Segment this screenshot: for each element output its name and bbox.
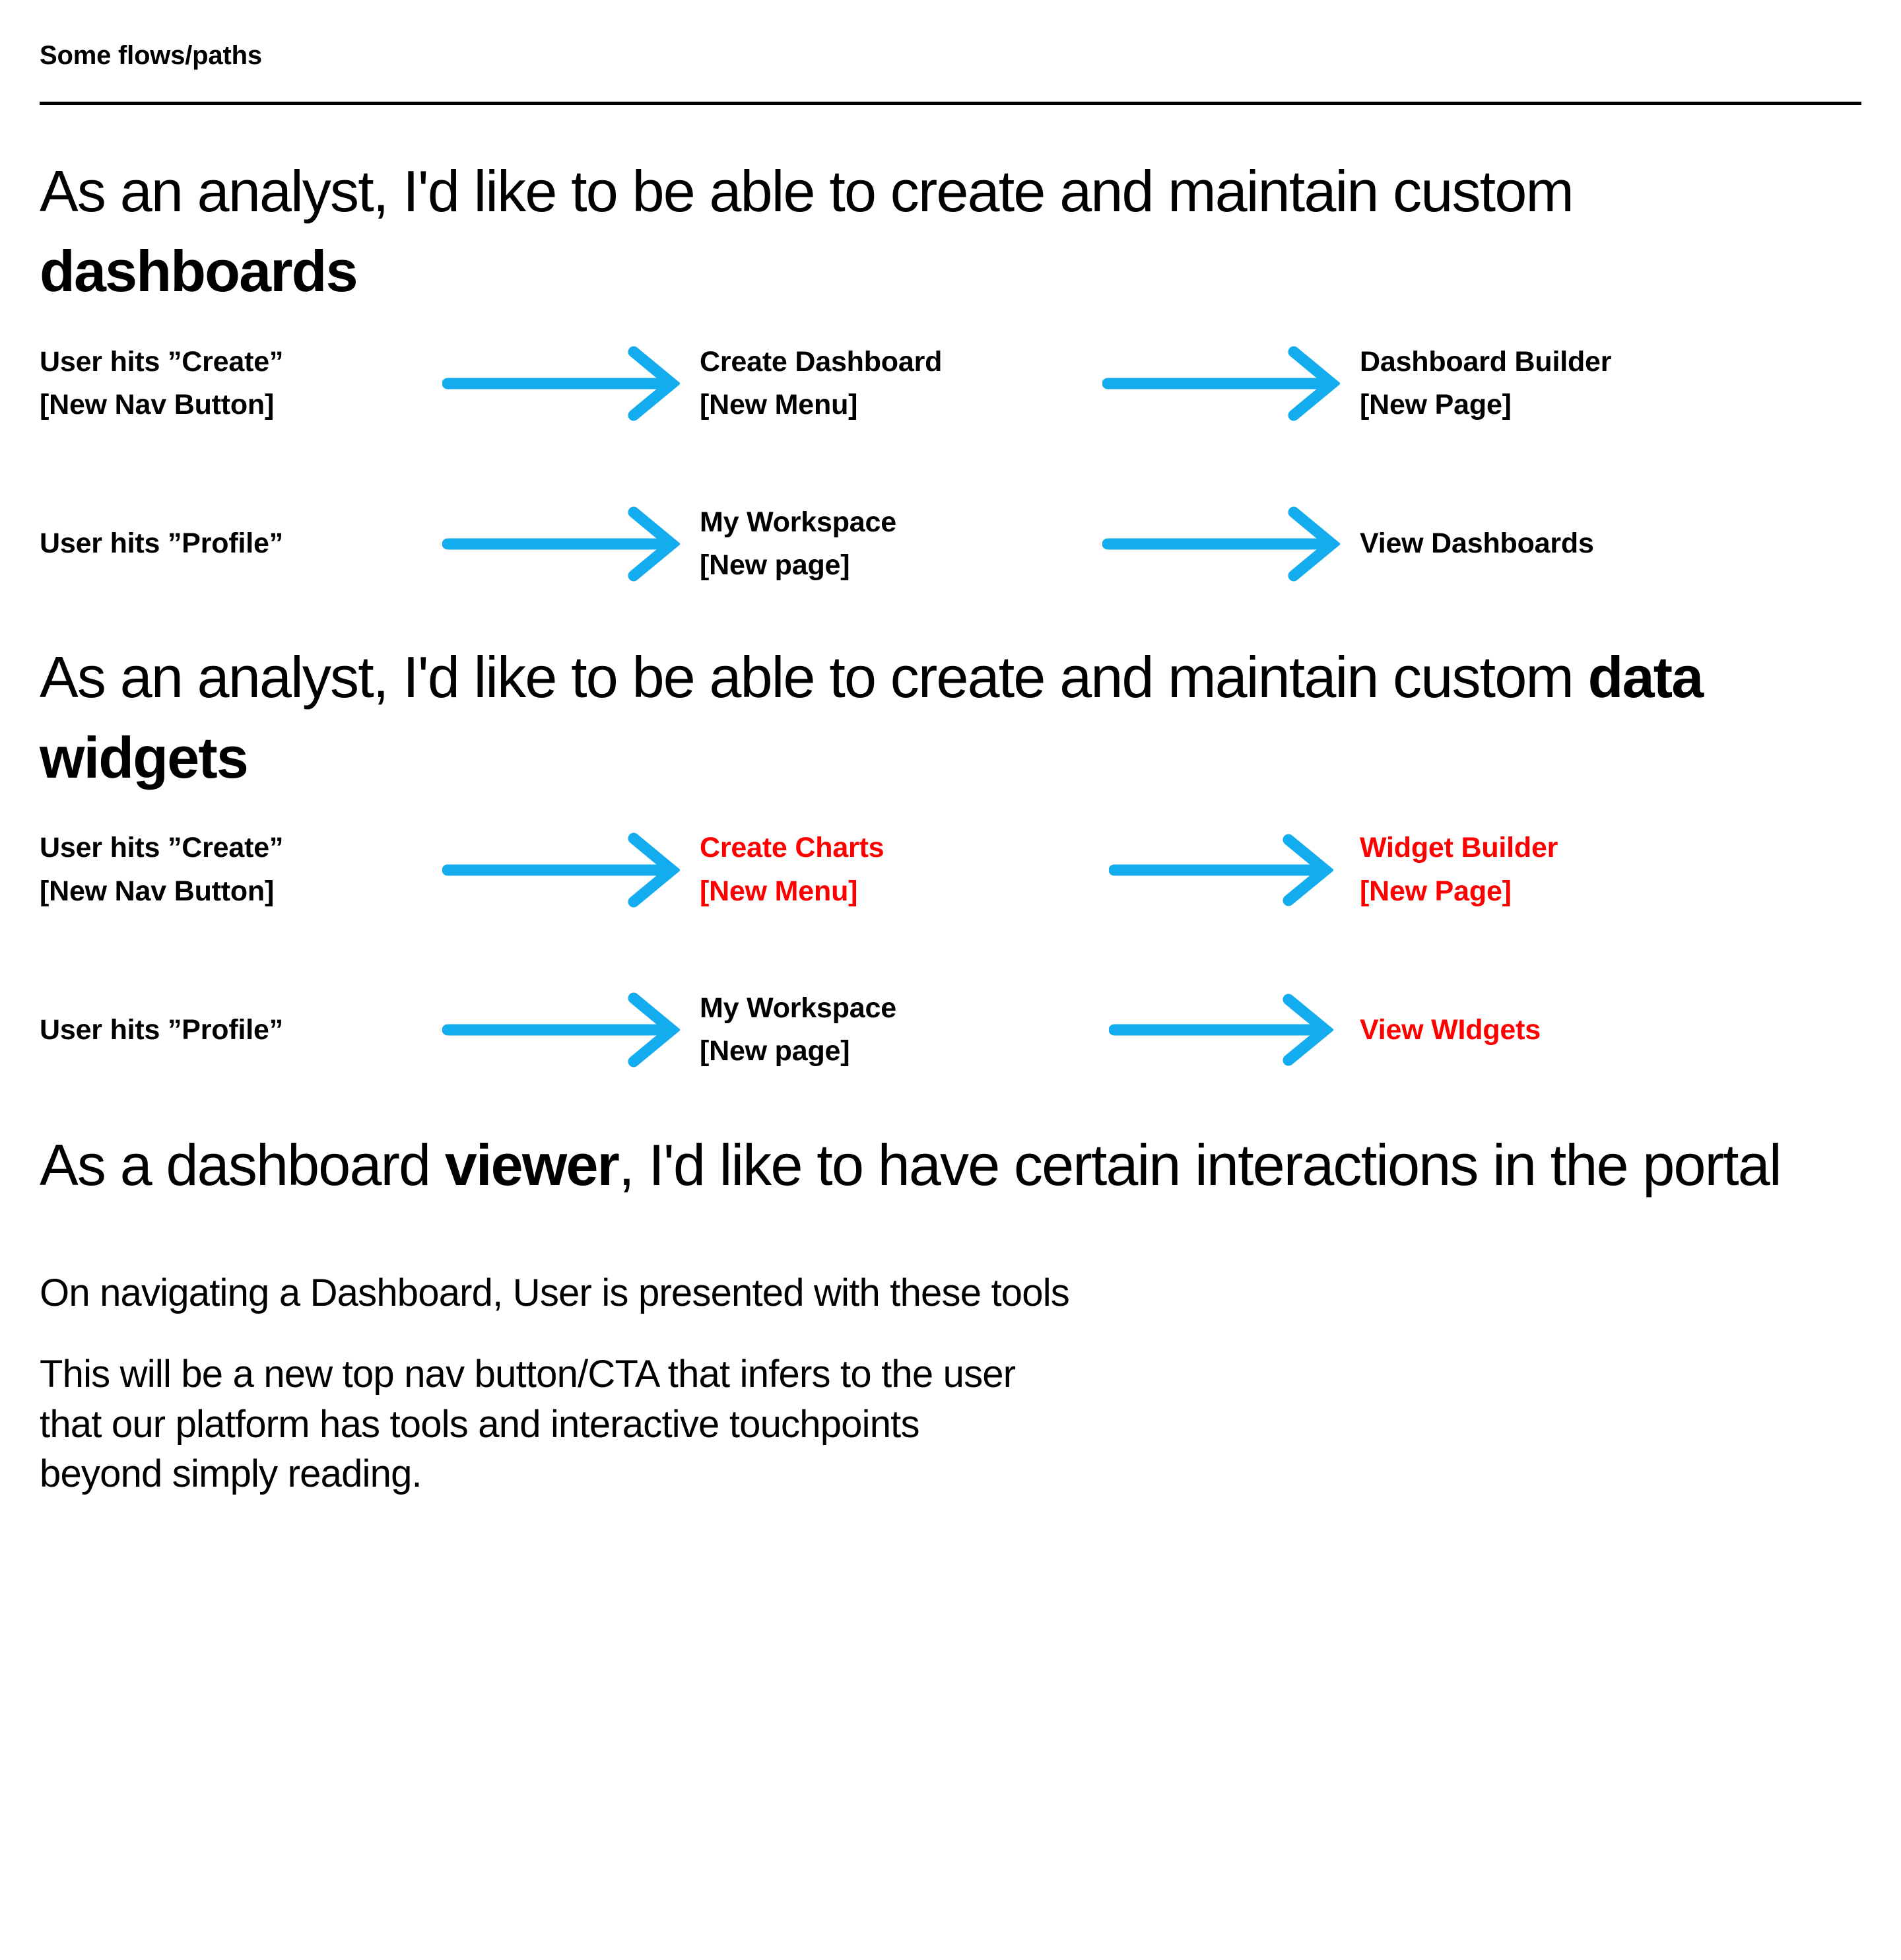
heading-text-emphasis: data widgets xyxy=(40,644,1704,790)
flow-row: User hits ”Create” [New Nav Button] Crea… xyxy=(40,341,1822,427)
flow-arrow-2 xyxy=(1083,990,1360,1069)
flow-arrow-1 xyxy=(422,504,700,584)
flow-node-middle: My Workspace [New page] xyxy=(700,506,896,581)
flow-arrow-1 xyxy=(422,344,700,423)
arrow-right-icon xyxy=(1109,994,1333,1066)
heading-text-emphasis: viewer xyxy=(444,1132,620,1198)
flow-node-end: View Dashboards xyxy=(1360,527,1594,560)
heading-text-regular: As an analyst, I'd like to be able to cr… xyxy=(40,158,1574,224)
flow-node-middle: Create Dashboard [New Menu] xyxy=(700,345,943,421)
heading-text-regular-2: , I'd like to have certain interactions … xyxy=(618,1132,1782,1198)
header-divider xyxy=(40,102,1861,105)
flow-arrow-2 xyxy=(1083,830,1360,910)
flow-group-data-widgets: User hits ”Create” [New Nav Button] Crea… xyxy=(40,827,1861,1073)
flow-node-start: User hits ”Create” [New Nav Button] xyxy=(40,832,284,907)
flow-arrow-1 xyxy=(422,830,700,910)
arrow-right-icon xyxy=(442,346,680,421)
body-intro-line: On navigating a Dashboard, User is prese… xyxy=(40,1271,1070,1315)
flow-node-middle: Create Charts [New Menu] xyxy=(700,832,884,907)
flow-row: User hits ”Create” [New Nav Button] Crea… xyxy=(40,827,1822,913)
arrow-right-icon xyxy=(1102,506,1340,582)
section-dashboards: As an analyst, I'd like to be able to cr… xyxy=(40,110,1861,587)
section-data-widgets: As an analyst, I'd like to be able to cr… xyxy=(40,587,1861,1073)
section-heading: As a dashboard viewer, I'd like to have … xyxy=(40,1073,1861,1205)
flow-node-start: User hits ”Profile” xyxy=(40,527,283,560)
flow-node-end: Dashboard Builder [New Page] xyxy=(1360,345,1612,421)
section-heading: As an analyst, I'd like to be able to cr… xyxy=(40,587,1861,797)
flow-arrow-1 xyxy=(422,990,700,1069)
flow-node-end: Widget Builder [New Page] xyxy=(1360,832,1558,907)
arrow-right-icon xyxy=(442,992,680,1067)
body-paragraph: This will be a new top nav button/CTA th… xyxy=(40,1353,1016,1496)
document-header: Some flows/paths xyxy=(40,0,1861,105)
flow-node-end: View WIdgets xyxy=(1360,1013,1541,1046)
heading-text-regular: As an analyst, I'd like to be able to cr… xyxy=(40,644,1588,710)
heading-text-emphasis: dashboards xyxy=(40,238,358,304)
flow-row: User hits ”Profile” My Workspace [New pa… xyxy=(40,987,1822,1073)
page-title: Some flows/paths xyxy=(40,41,262,70)
arrow-right-icon xyxy=(1109,834,1333,906)
section-heading: As an analyst, I'd like to be able to cr… xyxy=(40,110,1861,312)
heading-text-regular: As a dashboard xyxy=(40,1132,445,1198)
arrow-right-icon xyxy=(1102,346,1340,421)
viewer-body-copy: On navigating a Dashboard, User is prese… xyxy=(40,1268,1861,1499)
flow-arrow-2 xyxy=(1083,344,1360,423)
flow-node-start: User hits ”Create” [New Nav Button] xyxy=(40,345,284,421)
arrow-right-icon xyxy=(442,832,680,908)
flow-group-dashboards: User hits ”Create” [New Nav Button] Crea… xyxy=(40,341,1861,587)
flow-arrow-2 xyxy=(1083,504,1360,584)
flow-row: User hits ”Profile” My Workspace [New pa… xyxy=(40,501,1822,588)
flow-node-start: User hits ”Profile” xyxy=(40,1013,283,1046)
section-viewer: As a dashboard viewer, I'd like to have … xyxy=(40,1073,1861,1499)
arrow-right-icon xyxy=(442,506,680,582)
flow-node-middle: My Workspace [New page] xyxy=(700,992,896,1067)
